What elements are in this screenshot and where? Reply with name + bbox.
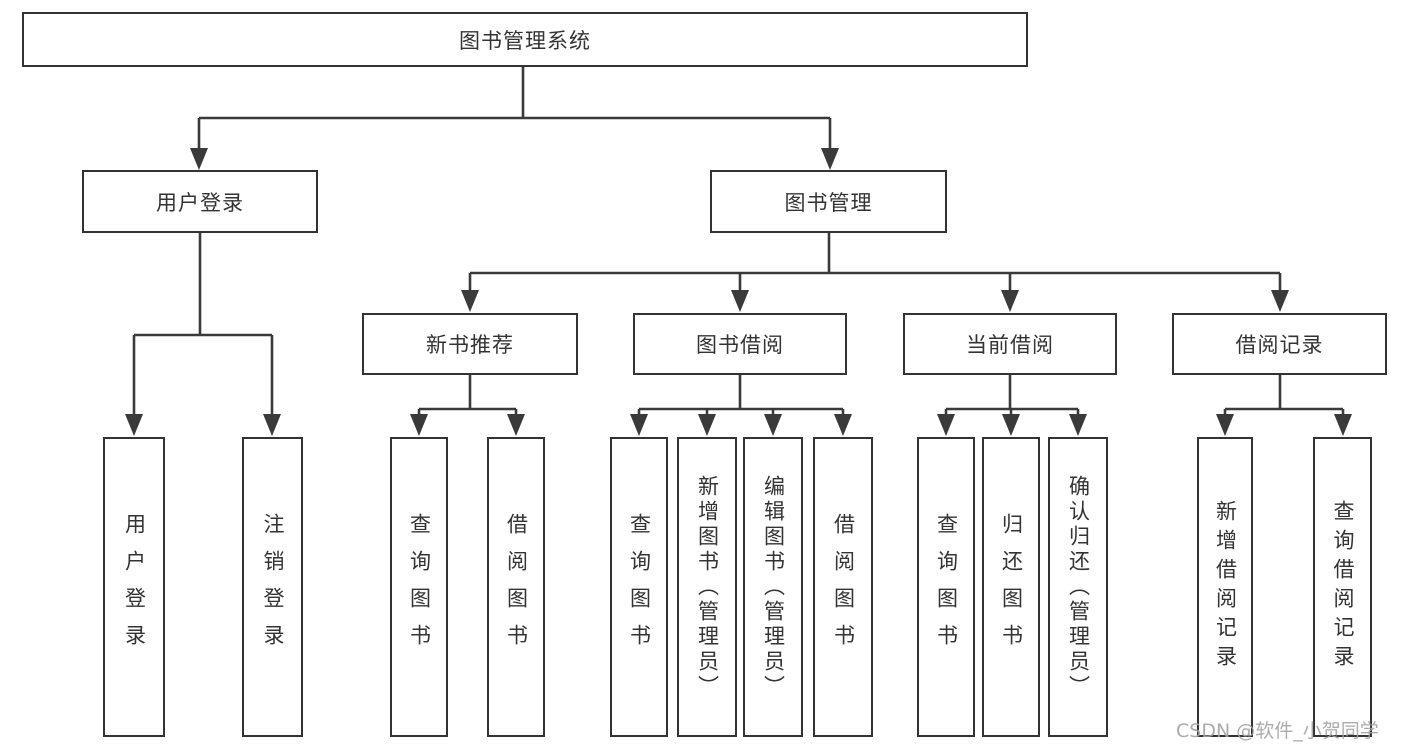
- arrowhead: [1334, 414, 1352, 436]
- node-book-borrow-label: 图书借阅: [696, 333, 784, 357]
- arrowhead: [834, 414, 852, 436]
- node-root: 图书管理系统: [22, 12, 1028, 67]
- arrowhead: [1002, 414, 1020, 436]
- node-book-borrow: 图书借阅: [633, 313, 847, 375]
- node-current-borrow-label: 当前借阅: [966, 333, 1054, 357]
- leaf-add-borrow-record: 新增借阅记录: [1197, 437, 1253, 737]
- leaf-confirm-return-admin-label: 确认归还（管理员）: [1066, 474, 1091, 700]
- node-current-borrow: 当前借阅: [903, 313, 1117, 375]
- node-book-management-label: 图书管理: [784, 190, 873, 215]
- leaf-query-books-borrow-label: 查询图书: [627, 513, 652, 661]
- leaf-query-books-current-label: 查询图书: [934, 513, 959, 661]
- arrowhead: [1271, 290, 1289, 312]
- arrowhead: [263, 414, 281, 436]
- connector-current-borrow: [944, 375, 1080, 418]
- arrowhead: [1069, 414, 1087, 436]
- leaf-query-books-newrec-label: 查询图书: [407, 513, 432, 661]
- connector-book-management: [468, 233, 1282, 294]
- node-book-management: 图书管理: [710, 170, 947, 233]
- arrowhead: [410, 414, 428, 436]
- leaf-user-login-label: 用户登录: [122, 513, 147, 661]
- leaf-add-borrow-record-label: 新增借阅记录: [1213, 500, 1238, 674]
- arrowhead: [1001, 290, 1019, 312]
- leaf-edit-books-admin: 编辑图书（管理员）: [743, 437, 803, 737]
- leaf-query-books-borrow: 查询图书: [610, 437, 668, 737]
- connector-user-login: [132, 233, 274, 418]
- leaf-logout-login: 注销登录: [242, 437, 303, 737]
- node-new-book-recommend: 新书推荐: [362, 313, 578, 375]
- leaf-logout-login-label: 注销登录: [261, 513, 285, 661]
- leaf-query-books-current: 查询图书: [917, 437, 975, 737]
- leaf-user-login: 用户登录: [103, 437, 165, 737]
- arrowhead: [190, 148, 208, 170]
- leaf-add-books-admin-label: 新增图书（管理员）: [695, 474, 720, 700]
- node-borrow-records-label: 借阅记录: [1235, 333, 1324, 357]
- leaf-query-borrow-record-label: 查询借阅记录: [1331, 500, 1355, 674]
- connector-root: [197, 67, 832, 152]
- arrowhead: [731, 290, 749, 312]
- leaf-return-books: 归还图书: [982, 437, 1040, 737]
- arrowhead: [630, 414, 648, 436]
- arrowhead: [461, 290, 479, 312]
- leaf-borrow-books-newrec-label: 借阅图书: [504, 513, 529, 661]
- leaf-borrow-books-borrow: 借阅图书: [813, 437, 873, 737]
- node-root-label: 图书管理系统: [459, 28, 591, 53]
- leaf-query-books-newrec: 查询图书: [390, 437, 448, 737]
- leaf-add-books-admin: 新增图书（管理员）: [677, 437, 737, 737]
- arrowhead: [937, 414, 955, 436]
- node-user-login: 用户登录: [82, 170, 318, 233]
- leaf-edit-books-admin-label: 编辑图书（管理员）: [761, 474, 786, 700]
- leaf-borrow-books-newrec: 借阅图书: [487, 437, 545, 737]
- node-user-login-label: 用户登录: [156, 190, 244, 215]
- arrowhead: [821, 148, 839, 170]
- watermark: CSDN @软件_小贺同学: [1176, 720, 1379, 742]
- arrowhead: [698, 414, 716, 436]
- connector-new-book-recommend: [417, 375, 518, 418]
- arrowhead: [125, 414, 143, 436]
- node-new-book-recommend-label: 新书推荐: [426, 333, 514, 357]
- connector-book-borrow: [637, 375, 845, 418]
- node-borrow-records: 借阅记录: [1172, 313, 1387, 375]
- leaf-return-books-label: 归还图书: [999, 513, 1024, 661]
- leaf-borrow-books-borrow-label: 借阅图书: [831, 513, 856, 661]
- connector-borrow-records: [1223, 375, 1345, 418]
- leaf-query-borrow-record: 查询借阅记录: [1313, 437, 1372, 737]
- arrowhead: [507, 414, 525, 436]
- leaf-confirm-return-admin: 确认归还（管理员）: [1048, 437, 1108, 737]
- arrowhead: [764, 414, 782, 436]
- arrowhead: [1216, 414, 1234, 436]
